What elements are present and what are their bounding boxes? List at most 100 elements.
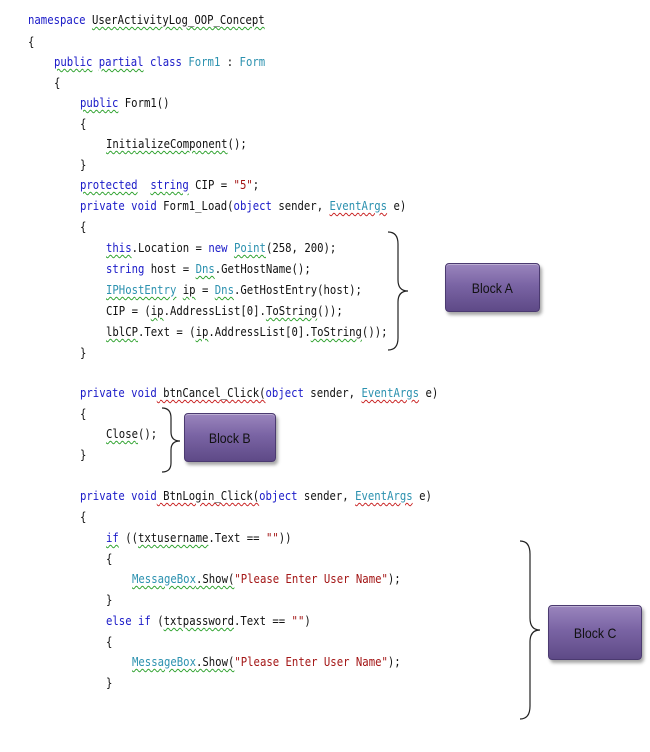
code-text: .Text == <box>233 613 292 628</box>
kw-this: this <box>106 240 132 255</box>
kw-private: private <box>80 385 125 400</box>
method-name: BtnLogin_Click( <box>156 488 260 503</box>
code-line-ctor: public Form1() <box>80 95 170 111</box>
kw-string: string <box>106 261 145 276</box>
method-name: btnCancel_Click( <box>156 385 266 400</box>
block-c-text: Block C <box>573 624 617 641</box>
block-a-text: Block A <box>471 279 514 296</box>
kw-void: void <box>131 198 157 213</box>
code-line-brace: { <box>80 116 87 131</box>
code-line-load-sig: private void Form1_Load(object sender, E… <box>80 198 406 214</box>
kw-object: object <box>265 385 304 400</box>
param-e: e) <box>412 488 432 503</box>
code-line-mb1: MessageBox.Show("Please Enter User Name"… <box>132 571 401 587</box>
code-line-brace: { <box>106 551 113 566</box>
code-line-brace: } <box>80 157 87 172</box>
kw-public: public <box>80 95 119 110</box>
code-text: ()); <box>361 324 388 339</box>
code-line-a1: this.Location = new Point(258, 200); <box>106 240 336 256</box>
code-text: (( <box>118 530 138 545</box>
type-messagebox: MessageBox <box>132 654 196 669</box>
init-call: InitializeComponent <box>106 136 228 151</box>
class-colon: : <box>220 54 240 69</box>
block-b-label: Block B <box>184 413 276 462</box>
code-line-elseif: else if (txtpassword.Text == "") <box>106 613 311 629</box>
code-text: .Text == <box>208 530 266 545</box>
method-show: .Show( <box>195 654 235 669</box>
kw-private: private <box>80 488 125 503</box>
code-text: ); <box>387 571 401 586</box>
brace-block-b <box>161 407 181 473</box>
code-line-field: protected string CIP = "5"; <box>80 177 259 193</box>
code-text: .Text = ( <box>137 324 196 339</box>
code-line-if: if ((txtusername.Text == "")) <box>106 530 292 546</box>
code-line-brace: { <box>80 509 87 524</box>
brace-block-c <box>519 540 541 720</box>
type-eventargs: EventArgs <box>355 488 413 503</box>
param-e: e) <box>387 198 407 213</box>
close-call: Close <box>106 426 138 441</box>
kw-namespace: namespace <box>28 12 86 27</box>
kw-class: class <box>149 54 182 69</box>
kw-if: if <box>106 530 119 545</box>
code-line-brace: { <box>106 634 113 649</box>
string-empty: "" <box>265 530 279 545</box>
class-base: Form <box>239 54 266 69</box>
code-line-brace: } <box>106 592 113 607</box>
kw-void: void <box>131 488 157 503</box>
code-line-namespace: namespace UserActivityLog_OOP_Concept <box>28 12 265 28</box>
kw-string: string <box>150 177 189 192</box>
code-text: ); <box>387 654 401 669</box>
kw-new: new <box>208 240 228 255</box>
kw-if: if <box>137 613 151 628</box>
string-empty: "" <box>291 613 305 628</box>
code-line-cancel-sig: private void btnCancel_Click(object send… <box>80 385 438 401</box>
code-line-mb2: MessageBox.Show("Please Enter User Name"… <box>132 654 401 670</box>
code-line-init: InitializeComponent(); <box>106 136 247 152</box>
init-tail: (); <box>227 136 247 151</box>
kw-object: object <box>233 198 272 213</box>
block-b-text: Block B <box>209 429 251 446</box>
type-dns: Dns <box>195 261 215 276</box>
param-sender: sender, <box>271 198 330 213</box>
kw-partial: partial <box>98 54 144 69</box>
brace-block-a <box>387 231 409 351</box>
code-text: ()); <box>317 303 343 318</box>
code-text: ( <box>150 613 164 628</box>
code-line-brace: { <box>80 219 87 234</box>
block-a-label: Block A <box>445 263 540 312</box>
namespace-name: UserActivityLog_OOP_Concept <box>91 12 265 27</box>
type-eventargs: EventArgs <box>361 385 420 400</box>
code-line-a5: lblCP.Text = (ip.AddressList[0].ToString… <box>106 324 388 340</box>
method-show: .Show( <box>195 571 235 586</box>
var-ip: ip <box>195 324 209 339</box>
code-text: )) <box>278 530 292 545</box>
kw-else: else <box>106 613 132 628</box>
code-line-a3: IPHostEntry ip = Dns.GetHostEntry(host); <box>106 282 362 298</box>
method-name: Form1_Load( <box>156 198 234 213</box>
code-text: .Location = <box>131 240 209 255</box>
type-eventargs: EventArgs <box>329 198 388 213</box>
type-iphostentry: IPHostEntry <box>106 282 177 297</box>
code-text: (258, 200); <box>265 240 337 255</box>
method-tostring: ToString <box>265 303 318 318</box>
code-text: .AddressList[0]. <box>208 324 311 339</box>
code-text: = <box>195 282 215 297</box>
code-line-login-sig: private void BtnLogin_Click(object sende… <box>80 488 432 504</box>
kw-protected: protected <box>80 177 138 192</box>
var-ip: ip <box>182 282 196 297</box>
kw-public: public <box>54 54 93 69</box>
ctor-signature: Form1() <box>118 95 170 110</box>
code-line-brace: { <box>54 75 61 90</box>
var-ip: ip <box>150 303 164 318</box>
var-txtusername: txtusername <box>137 530 209 545</box>
code-text: .GetHostName(); <box>214 261 311 276</box>
code-text: CIP = ( <box>106 303 151 318</box>
code-line-brace: { <box>80 406 87 421</box>
code-line-brace: } <box>80 345 87 360</box>
code-line-a4: CIP = (ip.AddressList[0].ToString()); <box>106 303 343 319</box>
code-line-brace: } <box>80 447 87 462</box>
kw-void: void <box>131 385 157 400</box>
